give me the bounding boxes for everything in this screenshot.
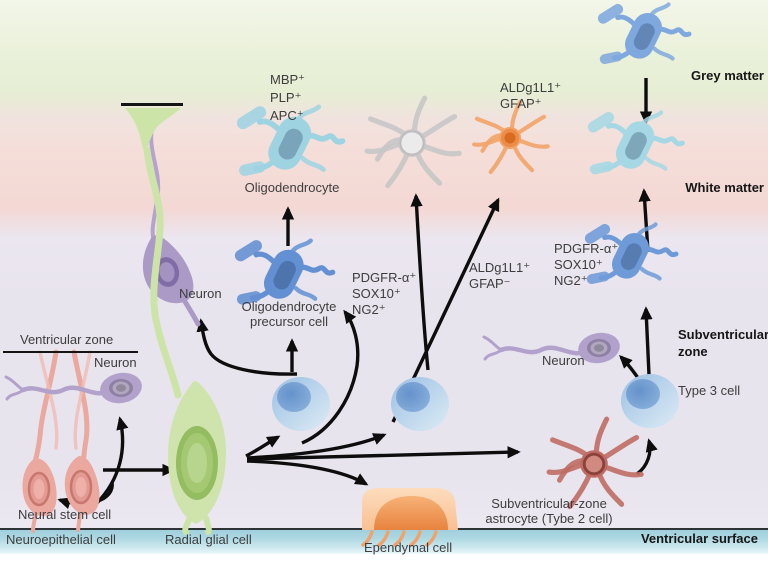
marker-line: GFAP⁻ — [469, 276, 511, 291]
white-matter-label: White matter — [685, 180, 764, 195]
marker-line: PLP⁺ — [270, 90, 302, 105]
marker-line: PDGFR-α⁺ — [352, 270, 417, 285]
marker-line: GFAP⁺ — [500, 96, 542, 111]
ventricular-zone-label: Ventricular zone — [20, 332, 114, 347]
svz-neuron-label: Neuron — [542, 353, 585, 368]
ventricular-surface-label: Ventricular surface — [640, 531, 758, 546]
neuroepithelial-cell-label: Neuroepithelial cell — [6, 532, 116, 547]
marker-line: NG2⁺ — [554, 273, 588, 288]
opc-markers-center: PDGFR-α⁺ SOX10⁺ NG2⁺ — [352, 270, 416, 318]
marker-line: PDGFR-α⁺ — [554, 241, 619, 256]
marker-line: NG2⁺ — [352, 302, 386, 317]
marker-line: ALDg1L1⁺ — [500, 80, 562, 95]
marker-line: SOX10⁺ — [352, 286, 401, 301]
radial-glial-cell-label: Radial glial cell — [165, 532, 252, 547]
lineage-arrows — [57, 78, 658, 510]
vz-neuron-label: Neuron — [94, 355, 137, 370]
cells — [6, 2, 689, 547]
ventricular-zone-underline — [3, 351, 138, 353]
marker-line: APC⁺ — [270, 108, 304, 123]
opc-markers-right: PDGFR-α⁺ SOX10⁺ NG2⁺ — [554, 241, 618, 289]
migrating-neuron-label: Neuron — [179, 286, 222, 301]
svz-astrocyte-type2 — [549, 419, 641, 506]
astrocyte-negative-markers: ALDg1L1⁺ GFAP⁻ — [469, 260, 530, 292]
subventricular-zone-label: Subventricular zone — [678, 327, 768, 359]
opc-label: Oligodendrocyte precursor cell — [241, 299, 337, 329]
pial-surface-line — [121, 103, 183, 106]
astrocyte-positive-markers: ALDg1L1⁺ GFAP⁺ — [500, 80, 561, 112]
grey-matter-label: Grey matter — [691, 68, 764, 83]
grey-astrocyte — [367, 98, 459, 185]
ependymal-cell-label: Ependymal cell — [364, 540, 453, 555]
marker-line: SOX10⁺ — [554, 257, 603, 272]
svz-astrocyte-label: Subventricular-zone astrocyte (Tybe 2 ce… — [485, 496, 613, 526]
radial-glial-cell — [125, 108, 226, 535]
orange-astrocyte — [474, 102, 548, 172]
oligodendrocyte-markers: MBP⁺ PLP⁺ APC⁺ — [270, 71, 305, 125]
ependymal-cell — [361, 488, 458, 547]
marker-line: ALDg1L1⁺ — [469, 260, 531, 275]
neural-stem-cells — [22, 349, 100, 533]
oligodendrocyte-label: Oligodendrocyte — [244, 180, 340, 195]
type-3-cell-label: Type 3 cell — [678, 383, 741, 398]
neural-stem-cell-label: Neural stem cell — [18, 507, 112, 522]
marker-line: MBP⁺ — [270, 72, 306, 87]
